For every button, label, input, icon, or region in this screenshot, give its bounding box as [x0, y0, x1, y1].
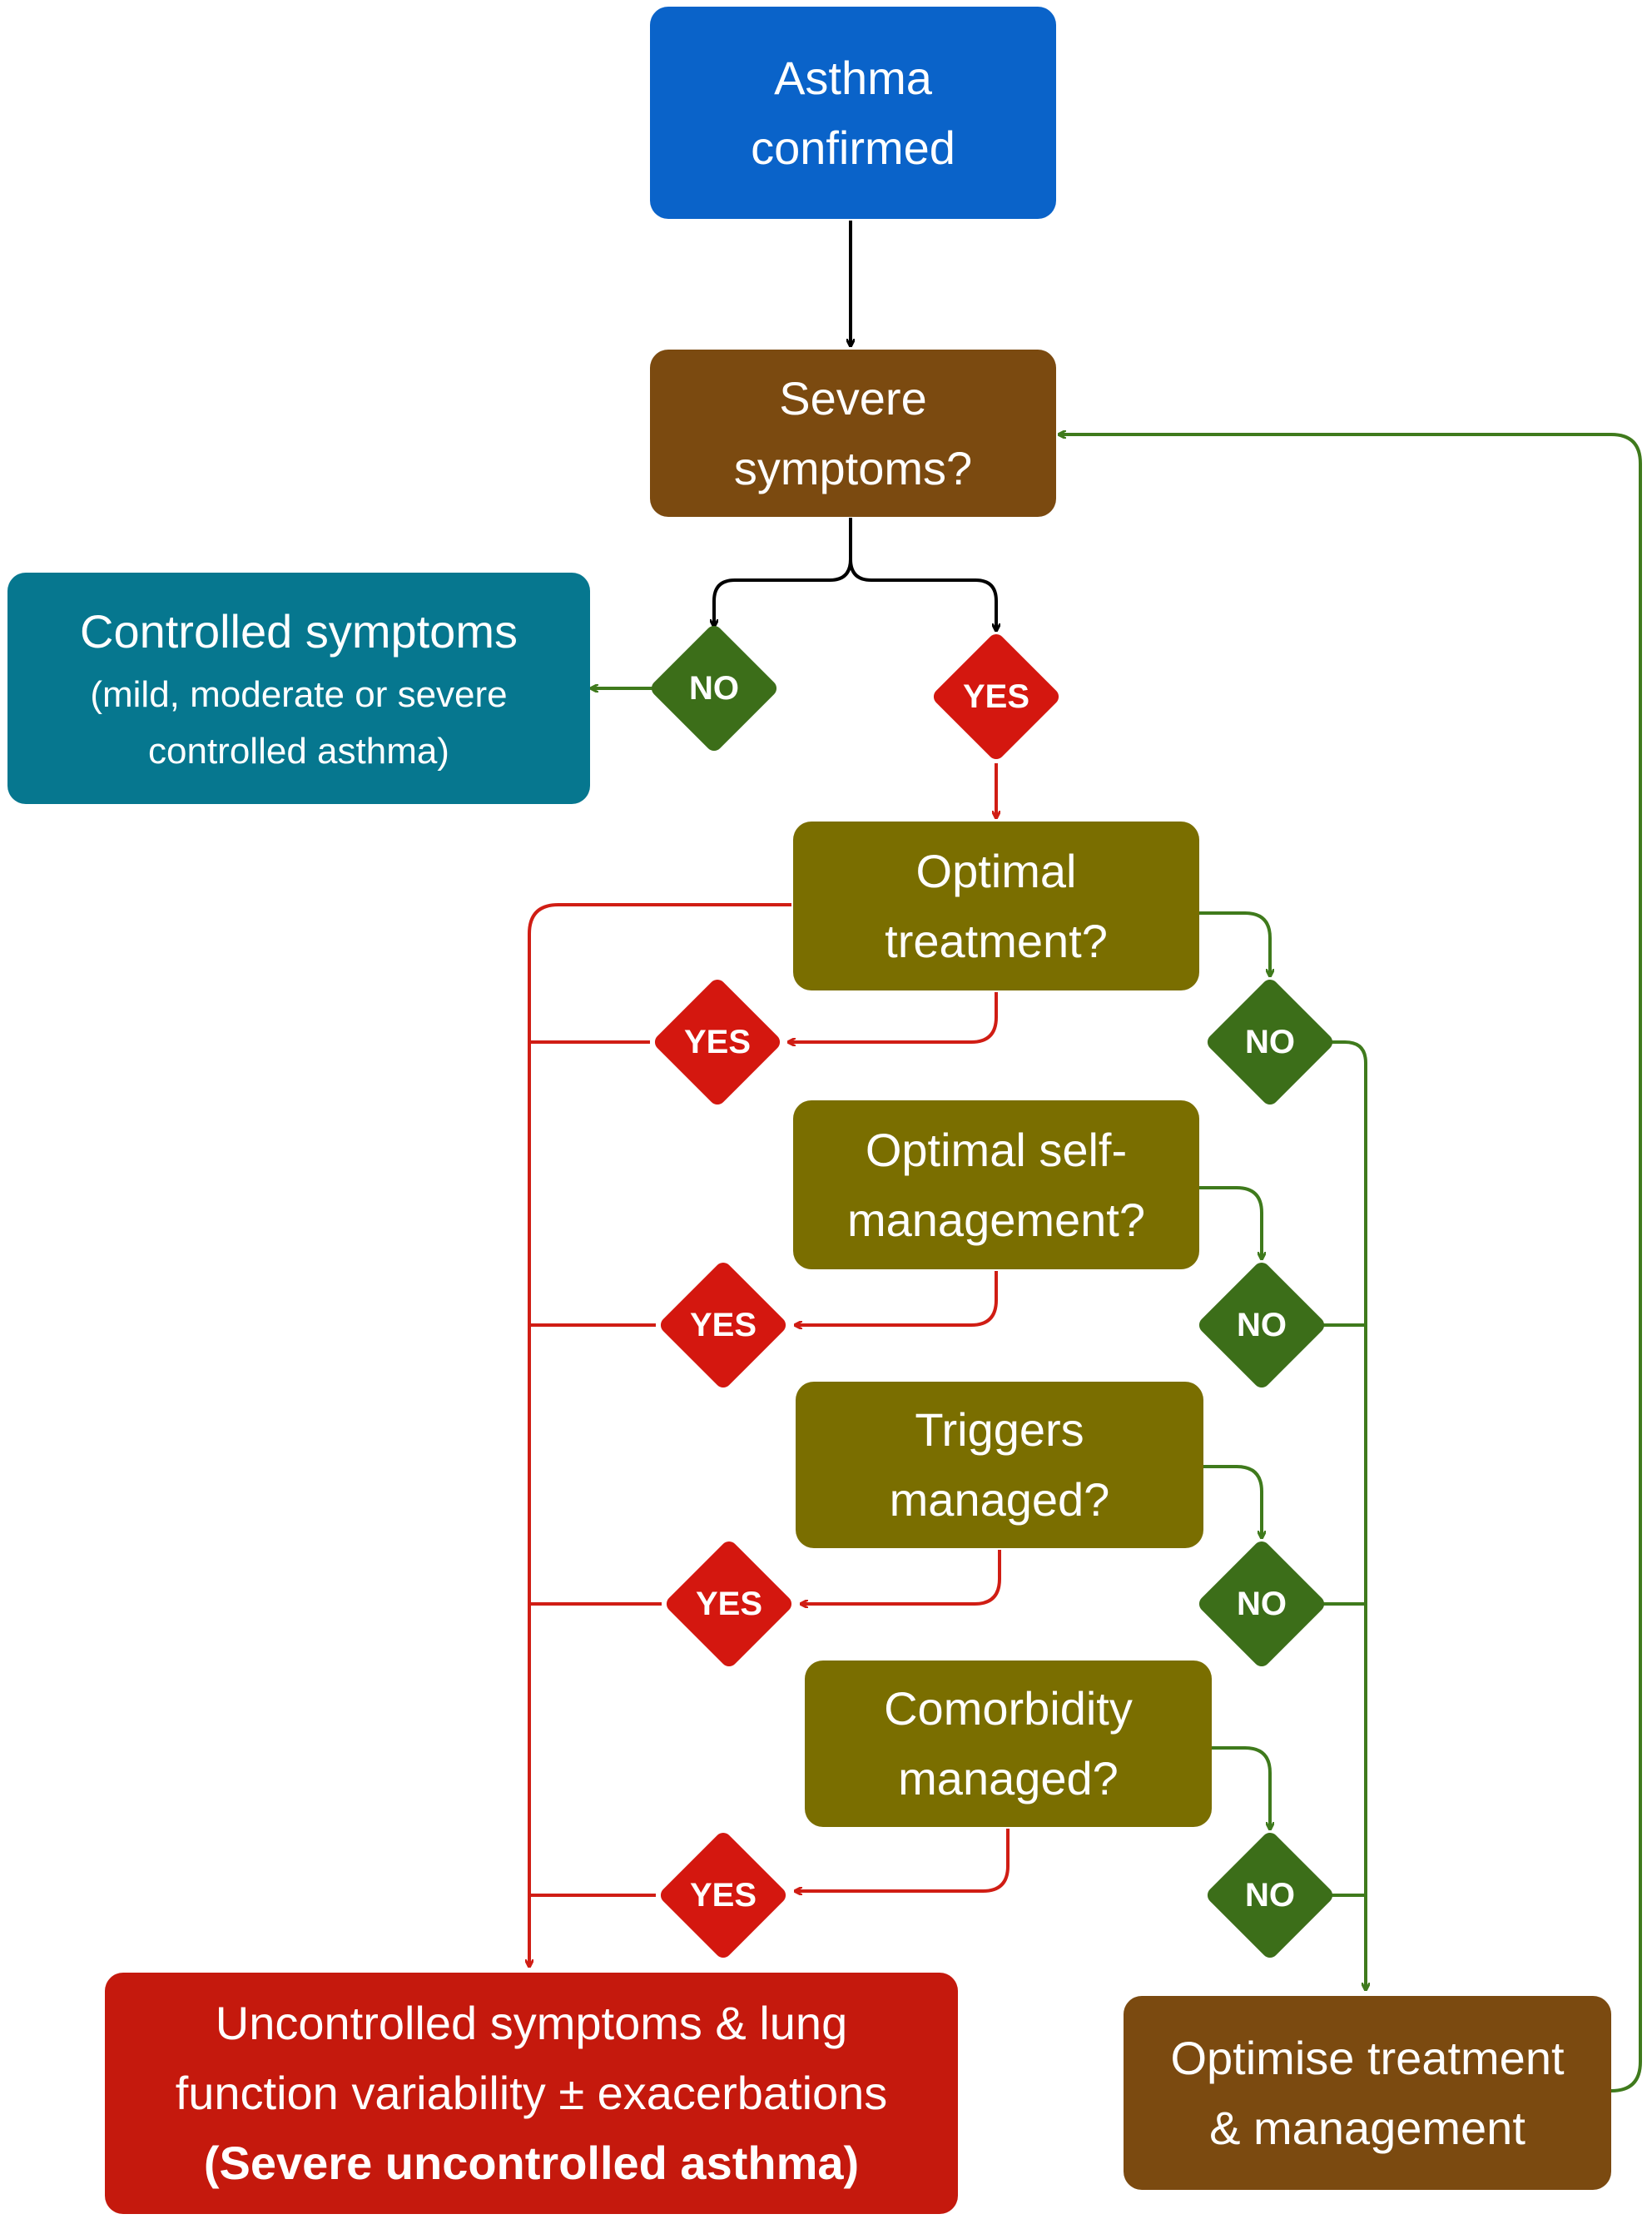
severe-symptoms-line-1: Severe [779, 371, 927, 424]
severe-uncontrolled-asthma-box: Uncontrolled symptoms & lung function va… [105, 1973, 958, 2214]
no-label-severe: NO [689, 670, 739, 707]
severe-symptoms-box: Severe symptoms? [650, 350, 1056, 517]
arrow-severe-to-no [714, 518, 852, 626]
controlled-symptoms-box: Controlled symptoms (mild, moderate or s… [7, 573, 590, 804]
optimal-treatment-line-2: treatment? [885, 914, 1108, 967]
yes-label-triggers: YES [695, 1586, 763, 1622]
no-label-comorbidity: NO [1245, 1877, 1295, 1914]
optimal-treatment-line-1: Optimal [915, 844, 1077, 897]
comorbidity-managed-line-2: managed? [898, 1752, 1119, 1805]
arrow-treatment-to-yes [789, 992, 998, 1042]
optimal-self-management-box: Optimal self- management? [793, 1100, 1199, 1269]
yes-label-treatment: YES [683, 1024, 752, 1060]
arrow-triggers-to-yes [801, 1550, 1001, 1604]
triggers-managed-box: Triggers managed? [796, 1382, 1203, 1548]
asthma-confirmed-box: Asthma confirmed [650, 7, 1056, 219]
yes-label-severe: YES [962, 678, 1030, 715]
arrow-severe-to-yes [849, 558, 996, 630]
comorbidity-managed-box: Comorbidity managed? [805, 1661, 1212, 1827]
arrow-selfmgmt-to-no [1199, 1186, 1262, 1258]
uncontrolled-line-1: Uncontrolled symptoms & lung [215, 1997, 848, 2049]
no-label-triggers: NO [1237, 1586, 1287, 1622]
arrow-optimise-loop [1059, 434, 1642, 2092]
arrow-selfmgmt-to-yes [796, 1271, 998, 1325]
asthma-confirmed-line-2: confirmed [751, 121, 955, 174]
yes-label-self-management: YES [689, 1307, 757, 1343]
controlled-symptoms-subtitle-2: controlled asthma) [148, 731, 449, 772]
uncontrolled-line-2: function variability ± exacerbations [175, 2067, 888, 2119]
optimise-treatment-box: Optimise treatment & management [1124, 1996, 1611, 2190]
no-label-treatment: NO [1245, 1024, 1295, 1060]
arrow-comorbidity-to-no [1212, 1746, 1270, 1829]
uncontrolled-bold-line: (Severe uncontrolled asthma) [203, 2137, 860, 2189]
arrow-treatment-to-no [1199, 911, 1270, 975]
triggers-managed-line-1: Triggers [915, 1403, 1084, 1456]
arrow-triggers-to-no [1203, 1465, 1262, 1537]
optimal-self-management-line-2: management? [846, 1193, 1145, 1246]
yes-label-comorbidity: YES [689, 1877, 757, 1914]
asthma-confirmed-line-1: Asthma [774, 51, 932, 104]
optimal-treatment-box: Optimal treatment? [793, 822, 1199, 990]
comorbidity-managed-line-1: Comorbidity [884, 1682, 1133, 1735]
no-label-self-management: NO [1237, 1307, 1287, 1343]
arrow-comorbidity-to-yes [796, 1829, 1010, 1891]
severe-symptoms-line-2: symptoms? [733, 441, 973, 494]
optimal-self-management-line-1: Optimal self- [865, 1123, 1128, 1176]
controlled-symptoms-title: Controlled symptoms [80, 605, 518, 658]
arrow-treatment-yes-to-outcome [529, 903, 791, 1966]
triggers-managed-line-2: managed? [889, 1473, 1110, 1526]
optimise-line-2: & management [1209, 2101, 1525, 2154]
controlled-symptoms-subtitle-1: (mild, moderate or severe [90, 674, 508, 715]
optimise-line-1: Optimise treatment [1170, 2031, 1565, 2084]
line-no-collector [1328, 1040, 1366, 1989]
